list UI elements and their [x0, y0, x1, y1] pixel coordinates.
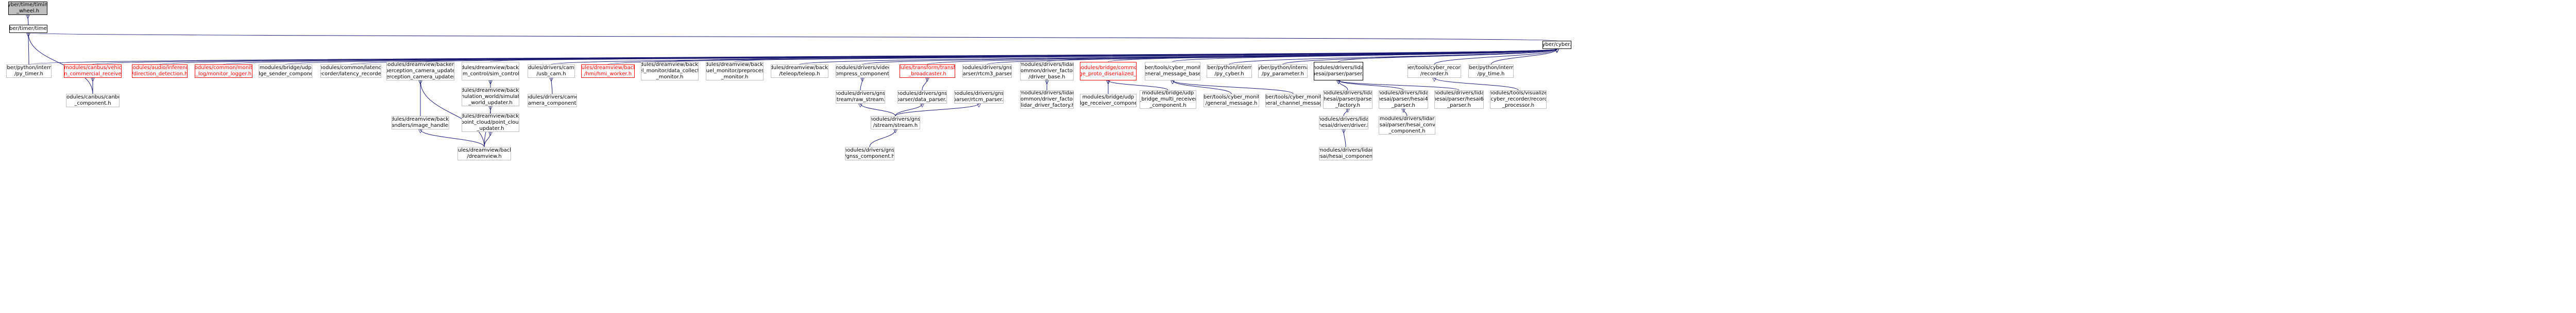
- node-hesai-component[interactable]: modules/drivers/lidar /hesai/hesai_compo…: [1319, 147, 1372, 160]
- edge: [28, 33, 1557, 41]
- node-bridge-receiver[interactable]: modules/bridge/udp _bridge_receiver_comp…: [1080, 94, 1137, 107]
- node-teleop[interactable]: modules/dreamview/backend /teleop/teleop…: [771, 64, 828, 78]
- node-sim-control[interactable]: modules/dreamview/backend /sim_control/s…: [462, 62, 519, 80]
- edge: [869, 129, 895, 147]
- node-cyber[interactable]: cyber/cyber.h: [1543, 41, 1571, 49]
- edge: [1343, 108, 1348, 117]
- node-point-cloud-updater[interactable]: modules/dreamview/backend /point_cloud/p…: [462, 113, 519, 132]
- node-monitor-logger[interactable]: modules/common/monitor _log/monitor_logg…: [195, 64, 252, 78]
- node-gnss-component[interactable]: modules/drivers/gnss /gnss_component.h: [845, 147, 894, 160]
- node-py-parameter[interactable]: cyber/python/internal /py_parameter.h: [1258, 64, 1308, 78]
- edge: [1344, 129, 1346, 147]
- edge: [420, 129, 485, 147]
- node-gnss-raw-stream[interactable]: modules/drivers/gnss /stream/raw_stream.…: [836, 90, 885, 104]
- edge: [1173, 80, 1294, 94]
- node-lidar-driver-factory[interactable]: modules/drivers/lidar /common/driver_fac…: [1020, 90, 1074, 109]
- node-py-timer[interactable]: cyber/python/internal /py_timer.h: [6, 64, 52, 78]
- edge: [1434, 48, 1557, 65]
- node-timing-wheel[interactable]: cyber/time/timing _wheel.h: [8, 2, 47, 15]
- node-image-handler[interactable]: modules/dreamview/backend /handlers/imag…: [392, 116, 449, 129]
- node-hesai-parser-factory[interactable]: modules/drivers/lidar /hesai/parser/pars…: [1323, 90, 1372, 109]
- node-rtcm-parser-top[interactable]: modules/drivers/gnss /parser/rtcm3_parse…: [962, 64, 1012, 78]
- edge: [1108, 80, 1168, 91]
- edge: [28, 33, 93, 94]
- node-cyber-recorder[interactable]: cyber/tools/cyber_recorder /recorder.h: [1408, 64, 1461, 78]
- edge: [1338, 80, 1404, 91]
- node-hesai-driver[interactable]: modules/drivers/lidar /hesai/driver/driv…: [1319, 116, 1368, 129]
- node-general-channel-message[interactable]: cyber/tools/cyber_monitor /general_chann…: [1265, 94, 1321, 107]
- node-perception-camera[interactable]: modules/dreamview/backend /perception_ca…: [386, 62, 454, 80]
- edge: [1434, 77, 1519, 91]
- node-latency-recorder[interactable]: modules/common/latency _recorder/latency…: [320, 64, 381, 78]
- edge: [895, 103, 922, 117]
- node-record-processor[interactable]: modules/tools/visualizer /cyber_recorder…: [1490, 90, 1547, 109]
- node-py-cyber[interactable]: cyber/python/internal /py_cyber.h: [1207, 64, 1252, 78]
- node-direction-detection[interactable]: modules/audio/inference /direction_detec…: [132, 64, 188, 78]
- edge: [1338, 80, 1460, 91]
- node-gnss-stream[interactable]: modules/drivers/gnss /stream/stream.h: [871, 116, 920, 129]
- node-hesai-parser[interactable]: modules/drivers/lidar /hesai/parser/pars…: [1314, 62, 1363, 80]
- edge: [860, 78, 862, 91]
- edge: [734, 48, 1557, 62]
- node-timer[interactable]: cyber/timer/timer.h: [9, 25, 47, 33]
- edge: [1490, 48, 1557, 65]
- edge: [420, 80, 485, 147]
- node-usb-cam[interactable]: modules/drivers/camera /usb_cam.h: [528, 64, 575, 78]
- node-rtcm-parser[interactable]: modules/drivers/gnss /parser/rtcm_parser…: [954, 90, 1004, 104]
- node-bridge-multi-receiver[interactable]: modules/bridge/udp _bridge_multi_receive…: [1140, 90, 1196, 109]
- node-py-time[interactable]: cyber/python/internal /py_time.h: [1468, 64, 1514, 78]
- node-compress-component[interactable]: modules/drivers/video /compress_componen…: [836, 64, 889, 78]
- node-data-parser[interactable]: modules/drivers/gnss /parser/data_parser…: [897, 90, 947, 104]
- edge: [551, 78, 552, 94]
- node-hesai64-parser[interactable]: modules/drivers/lidar /hesai/parser/hesa…: [1434, 90, 1484, 109]
- node-fuel-monitor[interactable]: modules/dreamview/backend /fuel_monitor/…: [641, 62, 699, 80]
- node-transform-broadcaster[interactable]: modules/transform/transform _broadcaster…: [900, 64, 955, 78]
- edge: [895, 103, 979, 117]
- edge: [922, 77, 927, 91]
- node-bridge-proto[interactable]: modules/bridge/common /bridge_proto_dise…: [1080, 62, 1137, 80]
- edge: [484, 131, 490, 147]
- edge: [1172, 48, 1557, 62]
- edge: [1403, 108, 1408, 117]
- node-hesai40-parser[interactable]: modules/drivers/lidar /hesai/parser/hesa…: [1379, 90, 1428, 109]
- node-bridge-sender[interactable]: modules/bridge/udp _bridge_sender_compon…: [259, 64, 312, 78]
- node-preprocess-monitor[interactable]: modules/dreamview/backend /fuel_monitor/…: [706, 62, 764, 80]
- node-lidar-driver-base[interactable]: modules/drivers/lidar /common/driver_fac…: [1020, 62, 1074, 80]
- node-dreamview[interactable]: modules/dreamview/backend /dreamview.h: [457, 147, 511, 160]
- node-general-message[interactable]: cyber/tools/cyber_monitor /general_messa…: [1204, 94, 1259, 107]
- node-general-message-base[interactable]: cyber/tools/cyber_monitor /general_messa…: [1145, 62, 1200, 80]
- node-camera-component[interactable]: modules/drivers/camera /camera_component…: [528, 94, 577, 107]
- node-hesai-convert[interactable]: modules/drivers/lidar /hesai/parser/hesa…: [1379, 116, 1435, 135]
- edge: [1173, 80, 1232, 94]
- edge: [607, 48, 1557, 65]
- node-lincoln-manager[interactable]: modules/canbus/vehic non_commercial_rece…: [64, 64, 122, 78]
- node-sim-world-updater[interactable]: modules/dreamview/backend /simulation_wo…: [462, 88, 519, 106]
- node-teleop-red[interactable]: modules/dreamview/backend /hmi/hmi_worke…: [581, 64, 635, 78]
- edge: [1338, 48, 1557, 62]
- node-canbus-component[interactable]: modules/canbus/canbus _component.h: [66, 94, 120, 107]
- edge: [860, 103, 896, 117]
